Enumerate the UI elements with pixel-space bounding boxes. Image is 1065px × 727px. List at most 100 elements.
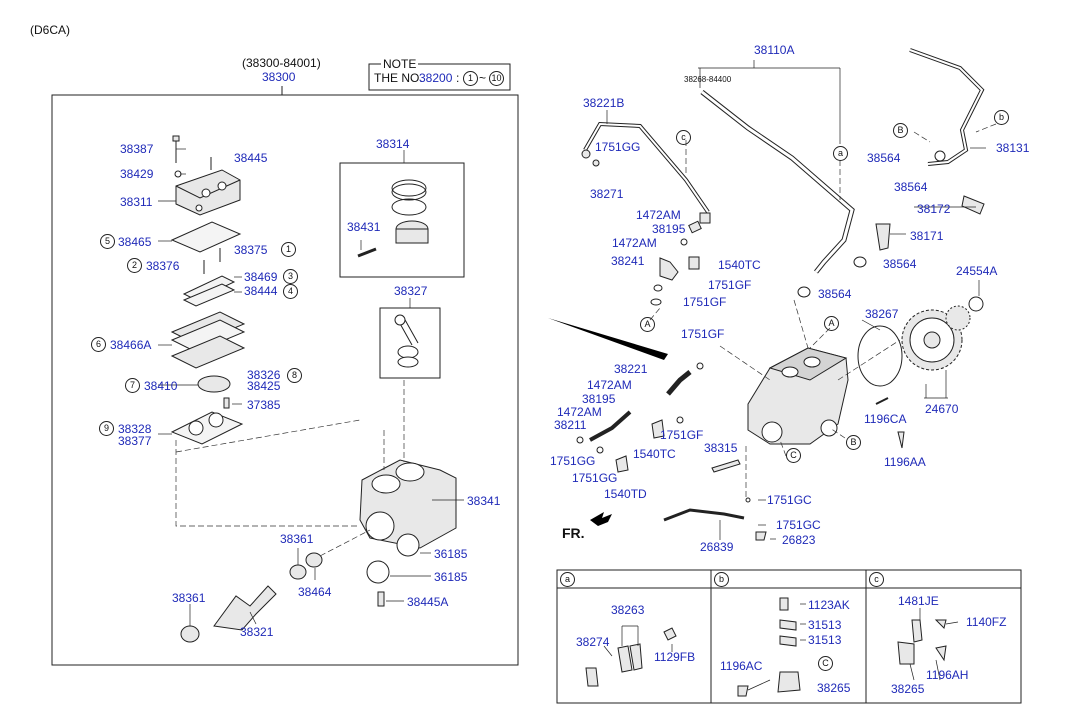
callout-1751GC-b[interactable]: 1751GC (776, 518, 821, 532)
callout-38361-lower[interactable]: 38361 (172, 591, 206, 605)
callout-38263[interactable]: 38263 (611, 603, 645, 617)
circle-4: 4 (283, 284, 298, 299)
callout-38195-b[interactable]: 38195 (582, 392, 616, 406)
callout-38564-a[interactable]: 38564 (867, 151, 901, 165)
callout-1751GF-b[interactable]: 1751GF (683, 295, 727, 309)
callout-31513-b[interactable]: 31513 (808, 633, 842, 647)
callout-1472AM-c[interactable]: 1472AM (587, 378, 632, 392)
assembly-frame (51, 94, 519, 666)
callout-36185-upper[interactable]: 36185 (434, 547, 468, 561)
callout-1196CA[interactable]: 1196CA (864, 412, 907, 426)
callout-1196AA[interactable]: 1196AA (884, 455, 926, 469)
callout-38465[interactable]: 38465 (118, 235, 152, 249)
callout-38464[interactable]: 38464 (298, 585, 332, 599)
callout-1540TC-b[interactable]: 1540TC (633, 447, 676, 461)
note-separator: : (456, 71, 460, 85)
callout-38321[interactable]: 38321 (240, 625, 274, 639)
note-part[interactable]: 38200 (419, 71, 453, 85)
callout-1472AM-d[interactable]: 1472AM (557, 405, 602, 419)
callout-38425[interactable]: 38425 (247, 379, 281, 393)
callout-1481JE[interactable]: 1481JE (898, 594, 939, 608)
callout-1751GC-a[interactable]: 1751GC (767, 493, 812, 507)
callout-1540TC-a[interactable]: 1540TC (718, 258, 761, 272)
note-range-from: 1 (463, 71, 478, 86)
callout-38311[interactable]: 38311 (120, 195, 153, 209)
callout-24554A[interactable]: 24554A (956, 264, 998, 278)
ref-circle-A-left: A (640, 317, 655, 332)
callout-1123AK[interactable]: 1123AK (808, 598, 850, 612)
callout-38341[interactable]: 38341 (467, 494, 501, 508)
note-title: NOTE (381, 57, 419, 71)
callout-38314[interactable]: 38314 (376, 137, 410, 151)
callout-38265-c[interactable]: 38265 (891, 682, 925, 696)
callout-38110A[interactable]: 38110A (754, 43, 795, 57)
callout-38267[interactable]: 38267 (865, 307, 899, 321)
callout-1751GF-c[interactable]: 1751GF (681, 327, 725, 341)
callout-38327[interactable]: 38327 (394, 284, 428, 298)
callout-37385[interactable]: 37385 (247, 398, 281, 412)
note-range-to: 10 (489, 71, 504, 86)
callout-38241[interactable]: 38241 (611, 254, 645, 268)
ref-circle-B-right: B (846, 435, 861, 450)
callout-1196AH[interactable]: 1196AH (926, 668, 969, 682)
callout-38131[interactable]: 38131 (996, 141, 1030, 155)
callout-1129FB[interactable]: 1129FB (654, 650, 696, 664)
callout-26839[interactable]: 26839 (700, 540, 734, 554)
panel-b-tag: b (714, 572, 729, 587)
callout-1751GG-low[interactable]: 1751GG (572, 471, 618, 485)
callout-1140FZ[interactable]: 1140FZ (966, 615, 1007, 629)
callout-1751GG-mid[interactable]: 1751GG (550, 454, 596, 468)
callout-24670[interactable]: 24670 (925, 402, 959, 416)
callout-38221B[interactable]: 38221B (583, 96, 625, 110)
callout-38326[interactable]: 38326 (247, 368, 281, 382)
callout-38195-a[interactable]: 38195 (652, 222, 686, 236)
callout-38431[interactable]: 38431 (347, 220, 381, 234)
callout-38271[interactable]: 38271 (590, 187, 624, 201)
callout-26823[interactable]: 26823 (782, 533, 816, 547)
callout-38564-b[interactable]: 38564 (894, 180, 928, 194)
callout-38221[interactable]: 38221 (614, 362, 648, 376)
callout-1196AC[interactable]: 1196AC (720, 659, 763, 673)
callout-38564-c[interactable]: 38564 (883, 257, 917, 271)
callout-38469[interactable]: 38469 (244, 270, 278, 284)
callout-38274[interactable]: 38274 (576, 635, 610, 649)
callout-38564-d[interactable]: 38564 (818, 287, 852, 301)
model-code: (D6CA) (30, 23, 71, 37)
ref-circle-a: a (833, 146, 848, 161)
callout-38445[interactable]: 38445 (234, 151, 268, 165)
callout-38315[interactable]: 38315 (704, 441, 738, 455)
callout-38172[interactable]: 38172 (917, 202, 951, 216)
callout-38466A[interactable]: 38466A (110, 338, 152, 352)
callout-1751GF-a[interactable]: 1751GF (708, 278, 752, 292)
callout-38375[interactable]: 38375 (234, 243, 268, 257)
callout-38361-upper[interactable]: 38361 (280, 532, 314, 546)
assembly-part-number[interactable]: 38300 (262, 70, 296, 84)
conrod-box (379, 307, 441, 379)
callout-38265-b[interactable]: 38265 (817, 681, 851, 695)
callout-38211[interactable]: 38211 (554, 418, 587, 432)
ref-circle-B-top: B (893, 123, 908, 138)
callout-38328[interactable]: 38328 (118, 422, 152, 436)
circle-1: 1 (281, 242, 296, 257)
callout-38410[interactable]: 38410 (144, 379, 178, 393)
callout-38444[interactable]: 38444 (244, 284, 278, 298)
assembly-part-alt: (38300-84001) (242, 56, 321, 70)
callout-1472AM-b[interactable]: 1472AM (612, 236, 657, 250)
circle-2: 2 (127, 258, 142, 273)
callout-38387[interactable]: 38387 (120, 142, 154, 156)
callout-1540TD[interactable]: 1540TD (604, 487, 647, 501)
callout-36185-lower[interactable]: 36185 (434, 570, 468, 584)
callout-38429[interactable]: 38429 (120, 167, 154, 181)
callout-1751GF-d[interactable]: 1751GF (660, 428, 704, 442)
circle-8: 8 (287, 368, 302, 383)
callout-38171[interactable]: 38171 (910, 229, 944, 243)
callout-38376[interactable]: 38376 (146, 259, 180, 273)
callout-1751GG-top[interactable]: 1751GG (595, 140, 641, 154)
callout-38377[interactable]: 38377 (118, 434, 152, 448)
piston-box (339, 162, 465, 278)
callout-1472AM-a[interactable]: 1472AM (636, 208, 681, 222)
callout-31513-a[interactable]: 31513 (808, 618, 842, 632)
callout-38445A[interactable]: 38445A (407, 595, 449, 609)
